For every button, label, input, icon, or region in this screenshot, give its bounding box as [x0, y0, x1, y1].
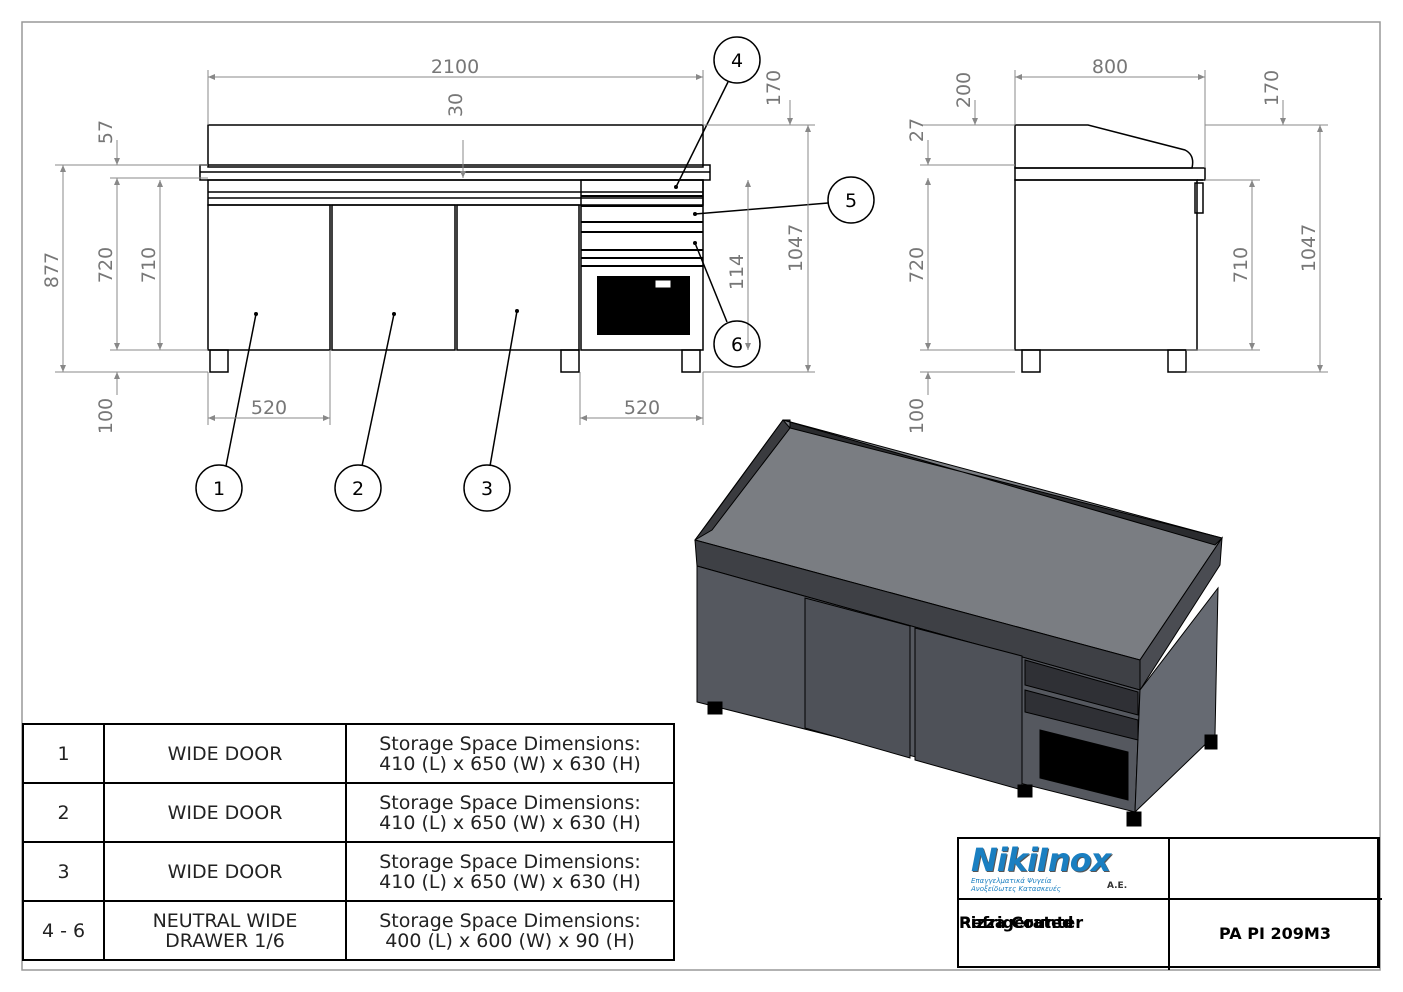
model-number: PA PI 209M3	[1219, 924, 1331, 943]
desc-line-1: Storage Space Dimensions:	[379, 909, 641, 932]
dim-100: 100	[906, 398, 928, 434]
dim-114: 114	[726, 254, 748, 290]
dim-door-width: 520	[251, 397, 287, 419]
sheet-border	[21, 21, 1381, 971]
item-number: 4 - 6	[22, 900, 105, 961]
side-dimension-labels: 800 200 170 27 720 710 1047 100	[906, 56, 1320, 434]
parts-table: 1 WIDE DOOR Storage Space Dimensions:410…	[22, 723, 675, 961]
dim-drawer-width: 520	[624, 397, 660, 419]
item-description: Storage Space Dimensions:400 (L) x 600 (…	[345, 900, 675, 961]
side-view	[1014, 124, 1206, 373]
balloon-4: 4	[731, 50, 743, 72]
item-description: Storage Space Dimensions:410 (L) x 650 (…	[345, 841, 675, 902]
compressor-grille	[597, 276, 690, 335]
door-3	[456, 204, 580, 351]
logo-text: NikiInox	[971, 841, 1111, 879]
item-number: 3	[22, 841, 105, 902]
dim-200: 200	[953, 72, 975, 108]
desc-line-1: Storage Space Dimensions:	[379, 732, 641, 755]
dim-1047: 1047	[785, 224, 807, 272]
dim-depth: 800	[1092, 56, 1128, 78]
front-view	[199, 81, 829, 467]
item-name: WIDE DOOR	[103, 841, 347, 902]
item-name: WIDE DOOR	[103, 723, 347, 784]
name-line-2: DRAWER 1/6	[165, 929, 285, 952]
dim-877: 877	[41, 252, 63, 288]
balloon-6: 6	[731, 334, 743, 356]
desc-line-1: Storage Space Dimensions:	[379, 850, 641, 873]
item-name: WIDE DOOR	[103, 782, 347, 843]
balloon-2: 2	[352, 478, 364, 500]
desc-line-2: 410 (L) x 650 (W) x 630 (H)	[379, 752, 641, 775]
item-number: 1	[22, 723, 105, 784]
table-row: 1 WIDE DOOR Storage Space Dimensions:410…	[22, 723, 675, 784]
name-line-1: NEUTRAL WIDE	[152, 909, 298, 932]
dim-30: 30	[445, 93, 467, 117]
dim-length: 2100	[431, 56, 479, 78]
dim-57: 57	[95, 120, 117, 144]
front-dimension-lines	[55, 70, 815, 425]
dim-170: 170	[763, 70, 785, 106]
item-number: 2	[22, 782, 105, 843]
door-1	[207, 204, 331, 351]
balloons: 1 2 3 4 5 6	[195, 36, 875, 512]
balloon-5: 5	[845, 190, 857, 212]
desc-line-2: 400 (L) x 600 (W) x 90 (H)	[385, 929, 635, 952]
dim-27: 27	[906, 118, 928, 142]
balloon-1: 1	[213, 478, 225, 500]
dim-710: 710	[1230, 247, 1252, 283]
logo-suffix: A.E.	[1107, 881, 1128, 891]
item-description: Storage Space Dimensions:410 (L) x 650 (…	[345, 723, 675, 784]
item-description: Storage Space Dimensions:410 (L) x 650 (…	[345, 782, 675, 843]
side-dimension-lines	[920, 70, 1328, 395]
front-dimension-labels: 2100 30 170 1047 57 877 720 710 100 114 …	[41, 56, 807, 434]
title-block: NikiInox Επαγγελματικά Ψυγεία Ανοξείδωτε…	[957, 837, 1382, 970]
desc-line-2: 410 (L) x 650 (W) x 630 (H)	[379, 870, 641, 893]
desc-line-2: 410 (L) x 650 (W) x 630 (H)	[379, 811, 641, 834]
dim-100: 100	[95, 398, 117, 434]
company-logo: NikiInox Επαγγελματικά Ψυγεία Ανοξείδωτε…	[967, 841, 1162, 897]
dim-720: 720	[95, 247, 117, 283]
table-row: 2 WIDE DOOR Storage Space Dimensions:410…	[22, 782, 675, 843]
isometric-view	[694, 419, 1223, 827]
desc-line-1: Storage Space Dimensions:	[379, 791, 641, 814]
dim-720: 720	[906, 247, 928, 283]
dim-1047: 1047	[1298, 224, 1320, 272]
product-line-2: Pizza Counter	[959, 913, 1084, 932]
balloon-3: 3	[481, 478, 493, 500]
dim-710: 710	[138, 247, 160, 283]
logo-tagline: Επαγγελματικά Ψυγεία Ανοξείδωτες Κατασκε…	[971, 877, 1061, 893]
dim-170: 170	[1261, 70, 1283, 106]
door-2	[331, 204, 456, 351]
product-line-1: Refrigerated	[959, 913, 1074, 932]
table-row: 3 WIDE DOOR Storage Space Dimensions:410…	[22, 841, 675, 902]
